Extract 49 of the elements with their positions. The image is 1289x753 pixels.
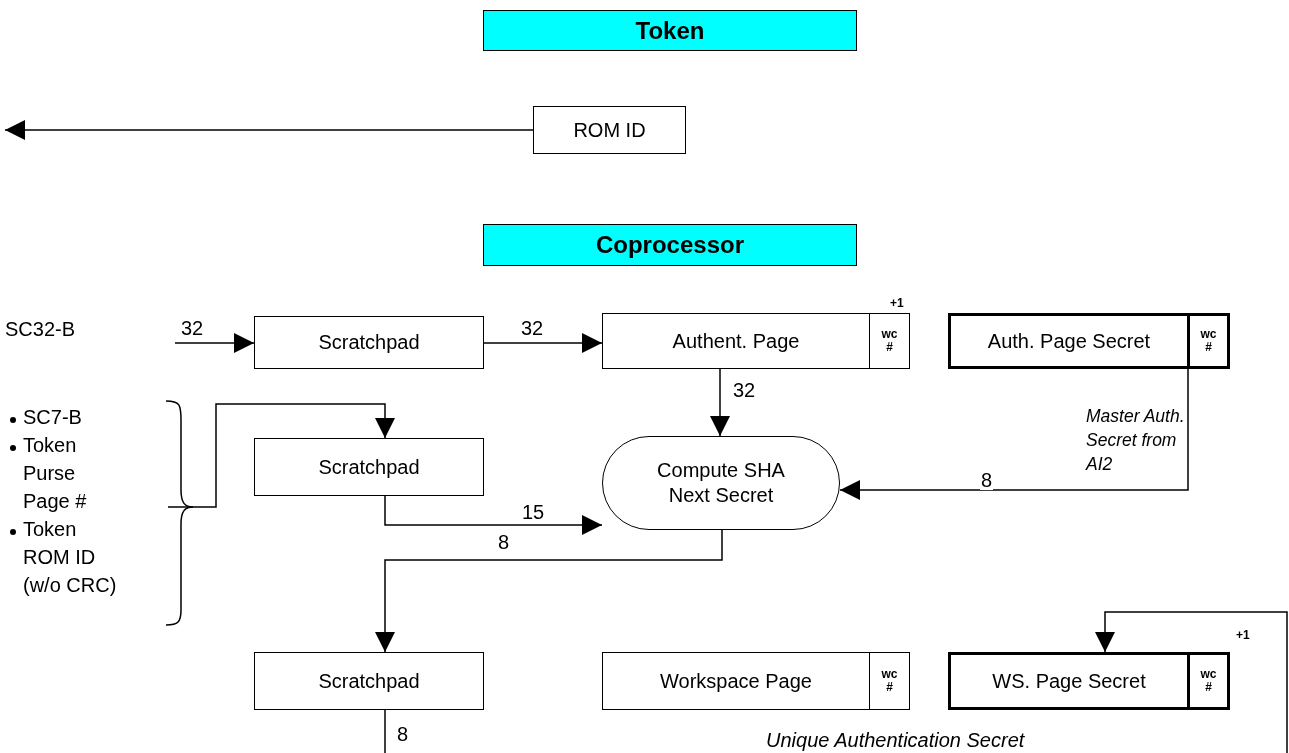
list-item: Token ROM ID (w/o CRC)	[23, 517, 118, 598]
secret-page-box	[948, 652, 1230, 710]
node-label: ROM ID	[573, 118, 646, 142]
arrow	[174, 333, 255, 353]
box-label: Auth. Page Secret	[986, 328, 1152, 354]
edge-label: 32	[520, 318, 545, 338]
node-label: Scratchpad	[318, 669, 420, 693]
counter-cell: wc #	[869, 653, 909, 709]
box-label: WS. Page Secret	[991, 668, 1147, 694]
list-item: SC7-B	[23, 405, 83, 430]
counter-cell: wc #	[1187, 316, 1227, 366]
process-box	[254, 316, 484, 369]
process-box	[533, 106, 686, 154]
edge-label: 32	[180, 318, 205, 338]
box-label: Authent. Page	[671, 328, 801, 354]
box-label: Workspace Page	[659, 668, 813, 694]
note-text: Master Auth. Secret from AI2	[1086, 405, 1186, 476]
counter-cell: wc #	[1187, 655, 1227, 707]
node-label: Compute SHA Next Secret	[656, 458, 786, 508]
memory-page-box	[602, 313, 910, 369]
arrow	[839, 368, 1189, 500]
node-label: Coprocessor	[595, 231, 744, 259]
note-text: Unique Authentication Secret	[766, 728, 1025, 753]
arrow	[1095, 611, 1288, 753]
node-label: Token	[635, 16, 705, 45]
edge-label: 8	[497, 532, 511, 552]
edge-label: 32	[732, 380, 757, 400]
arrow	[167, 403, 395, 508]
arrow	[384, 495, 603, 535]
arrow	[483, 333, 603, 353]
secret-page-box	[948, 313, 1230, 369]
arrow	[375, 529, 723, 653]
memory-page-box	[602, 652, 910, 710]
section-header-band	[483, 10, 857, 51]
list-item: Token Purse Page #	[23, 433, 88, 514]
arrow	[710, 368, 730, 437]
edge-label: 8	[980, 470, 994, 490]
edge-label: 8	[396, 724, 410, 744]
increment-note: +1	[1236, 628, 1250, 642]
node-label: Scratchpad	[318, 331, 420, 354]
counter-cell: wc #	[869, 314, 909, 368]
section-header-band	[483, 224, 857, 266]
arrow	[4, 120, 534, 140]
edge-label: 15	[521, 502, 546, 522]
note-text: SC32-B	[5, 317, 76, 342]
node-label: Scratchpad	[318, 455, 420, 479]
process-box	[254, 652, 484, 710]
process-box	[254, 438, 484, 496]
increment-note: +1	[890, 296, 904, 310]
